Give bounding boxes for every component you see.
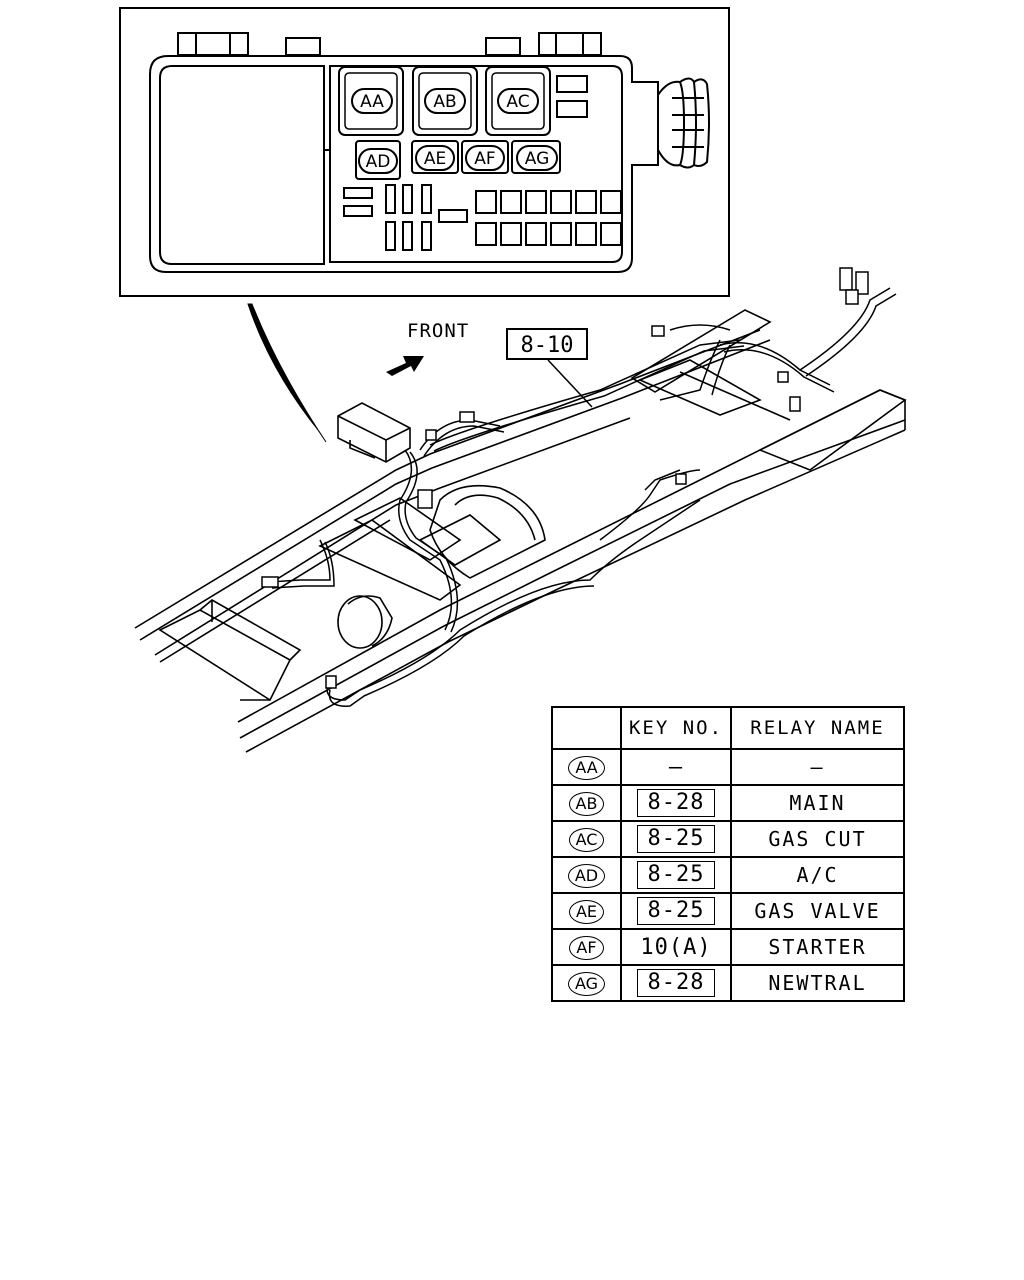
header-relay-name: RELAY NAME	[730, 706, 905, 750]
slot-label-ab: AB	[433, 92, 456, 112]
harness-ref-box	[506, 328, 588, 360]
table-row: AA — —	[551, 748, 905, 786]
inset-frame	[119, 7, 730, 297]
relay-code-badge: AA	[568, 756, 605, 780]
table-row: AB 8-28 MAIN	[551, 784, 905, 822]
key-no: —	[668, 754, 684, 780]
slot-label-af: AF	[474, 149, 495, 169]
relay-code-badge: AC	[568, 828, 605, 852]
relay-name: GAS CUT	[730, 820, 905, 858]
key-no: 8-28	[637, 789, 715, 817]
table-row: AF 10(A) STARTER	[551, 928, 905, 966]
relay-code-badge: AD	[567, 864, 606, 888]
relay-code-badge: AE	[568, 900, 605, 924]
relay-code-badge: AF	[569, 936, 604, 960]
slot-label-ag: AG	[525, 149, 550, 169]
relay-name: —	[730, 748, 905, 786]
slot-label-ad: AD	[366, 152, 391, 172]
relay-name: MAIN	[730, 784, 905, 822]
table-row: AE 8-25 GAS VALVE	[551, 892, 905, 930]
key-no: 8-25	[637, 861, 715, 889]
front-label: FRONT	[407, 320, 469, 342]
table-row: AD 8-25 A/C	[551, 856, 905, 894]
slot-label-aa: AA	[360, 92, 384, 112]
front-arrow-icon	[386, 356, 424, 376]
relay-name: STARTER	[730, 928, 905, 966]
inset-leader	[247, 303, 327, 443]
key-no: 8-25	[637, 825, 715, 853]
table-row: AC 8-25 GAS CUT	[551, 820, 905, 858]
harness-ref-label: 8-10	[521, 333, 574, 358]
key-no: 10(A)	[640, 934, 712, 960]
header-code	[551, 706, 622, 750]
relay-code-badge: AG	[567, 972, 606, 996]
key-no: 8-25	[637, 897, 715, 925]
relay-table-header: KEY NO. RELAY NAME	[551, 706, 905, 750]
relay-table: KEY NO. RELAY NAME AA — — AB 8-28 MAIN A…	[551, 706, 905, 1002]
relay-name: A/C	[730, 856, 905, 894]
key-no: 8-28	[637, 969, 715, 997]
slot-label-ac: AC	[506, 92, 529, 112]
slot-label-ae: AE	[424, 149, 446, 169]
relay-name: NEWTRAL	[730, 964, 905, 1002]
table-row: AG 8-28 NEWTRAL	[551, 964, 905, 1002]
relay-code-badge: AB	[568, 792, 605, 816]
header-key-no: KEY NO.	[620, 706, 732, 750]
relay-name: GAS VALVE	[730, 892, 905, 930]
